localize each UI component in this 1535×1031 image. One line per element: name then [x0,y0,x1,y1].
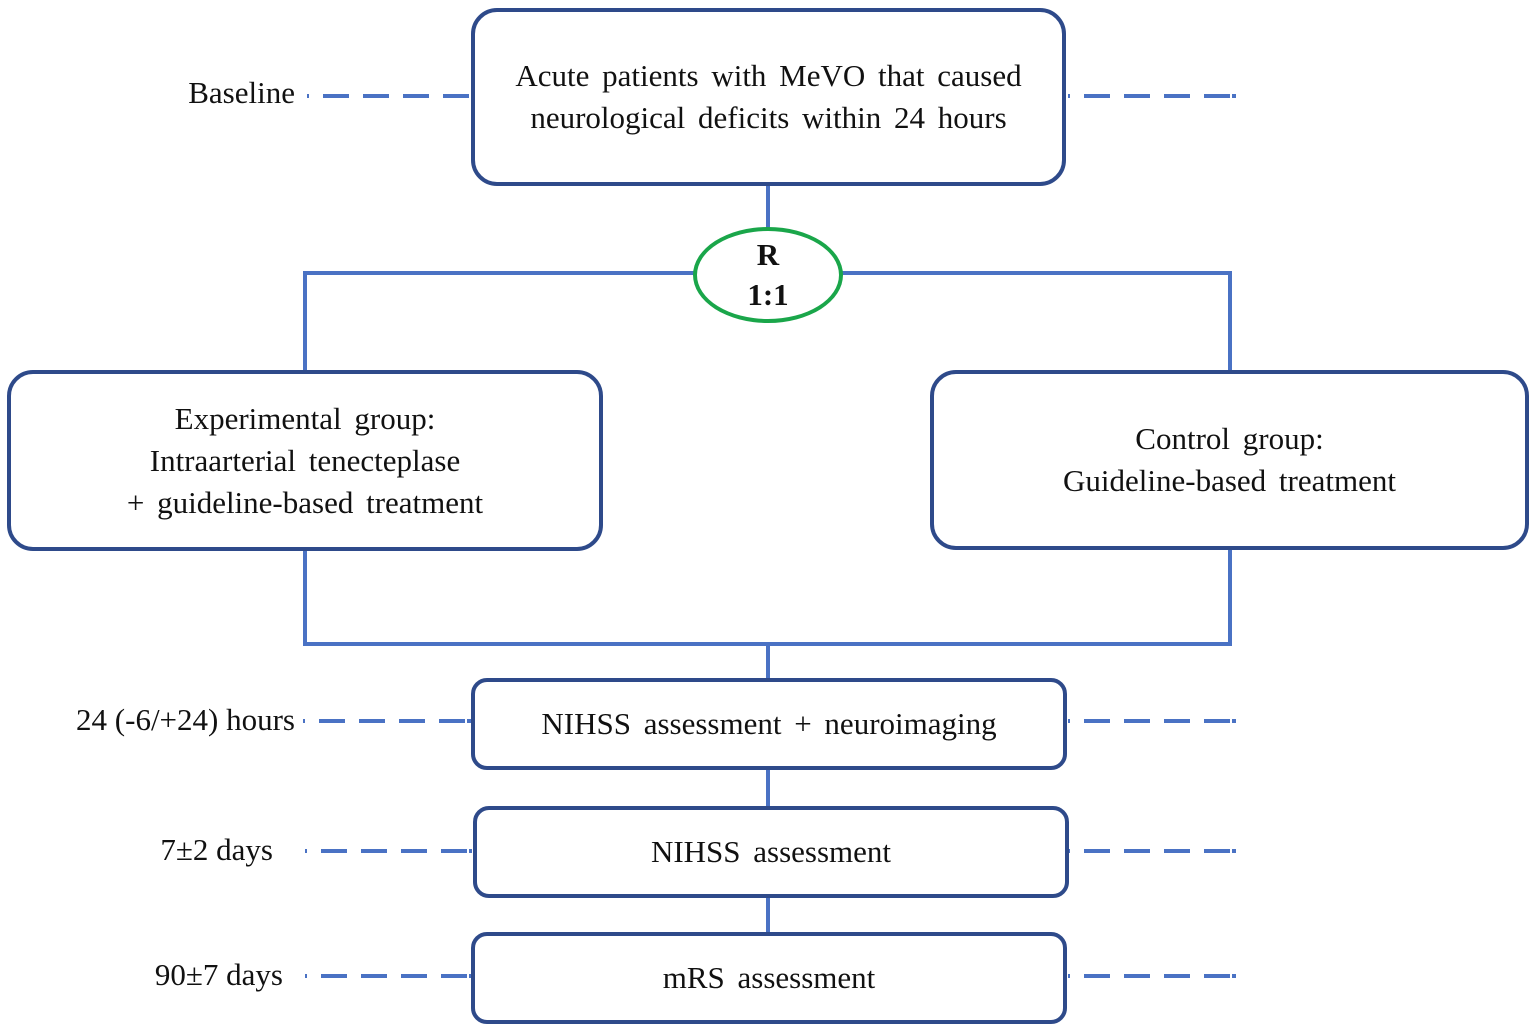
randomization-ratio: 1:1 [747,277,789,312]
control-group-box: Control group: Guideline-based treatment [930,370,1529,550]
timeline-dashes [303,94,472,978]
assessment-7d-box: NIHSS assessment [473,806,1069,898]
enrollment-line-2: neurological deficits within 24 hours [530,100,1007,135]
randomization-node: R 1:1 [693,227,843,323]
control-line-2: Guideline-based treatment [1063,463,1396,498]
connector-randomization-to-experimental [303,271,696,372]
assessment-90d-box: mRS assessment [471,932,1067,1024]
assessment-24h-label: NIHSS assessment + neuroimaging [541,706,997,741]
experimental-line-1: Experimental group: [174,400,436,436]
solid-connectors [303,186,1232,934]
enrollment-line-1: Acute patients with MeVO that caused [515,58,1022,93]
randomization-label: R [756,237,780,272]
assessment-90d-label: mRS assessment [662,960,876,995]
enrollment-box: Acute patients with MeVO that caused neu… [471,8,1066,186]
control-line-1: Control group: [1135,421,1324,456]
experimental-line-2: Intraarterial tenecteplase [149,442,461,478]
timeline-dashes-right [1068,94,1236,978]
experimental-line-3: + guideline-based treatment [126,484,484,520]
timepoint-7-days: 7±2 days [160,832,273,867]
assessment-7d-label: NIHSS assessment [650,834,892,869]
experimental-group-box: Experimental group: Intraarterial tenect… [7,370,603,551]
timepoint-24-hours: 24 (-6/+24) hours [76,702,295,737]
assessment-24h-box: NIHSS assessment + neuroimaging [471,678,1067,770]
connector-groups-merge [303,550,1232,646]
timepoint-90-days: 90±7 days [154,957,283,992]
connector-randomization-to-control [842,271,1232,372]
timepoint-baseline: Baseline [188,75,295,110]
